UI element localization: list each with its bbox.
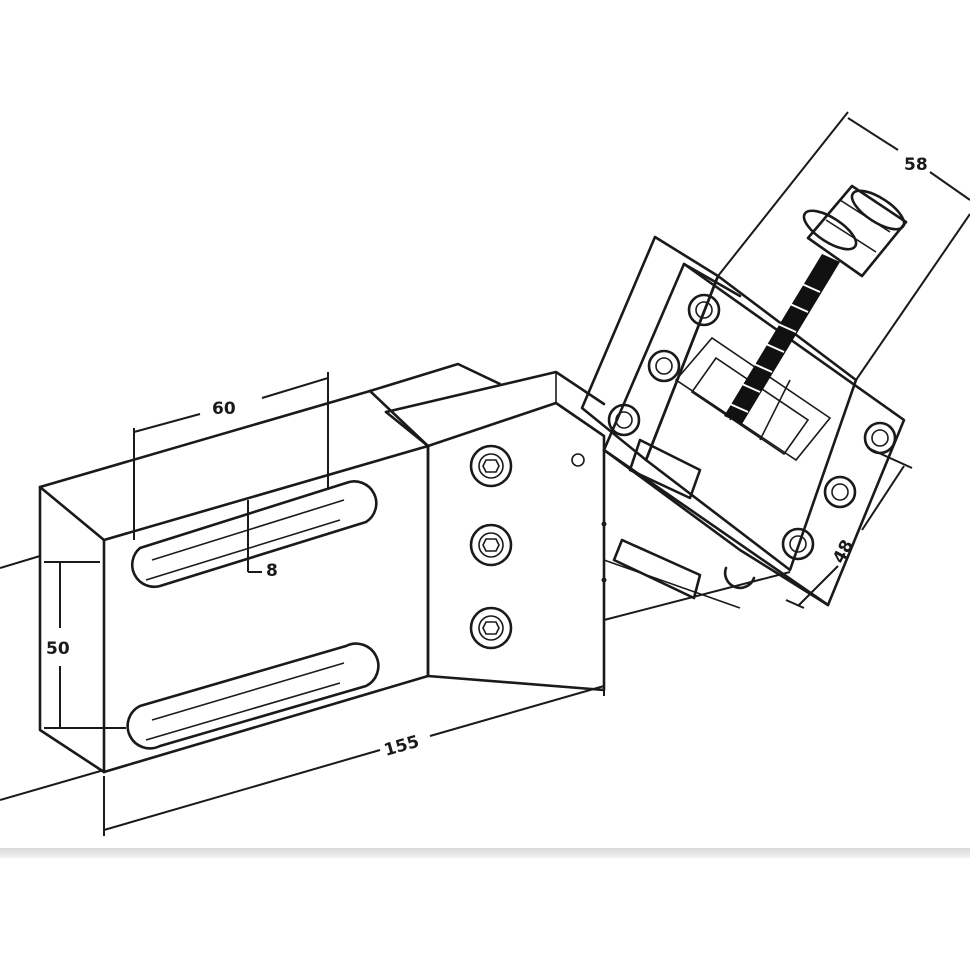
dimension-label-8: 8 bbox=[266, 561, 278, 581]
dimension-block-height: 50 bbox=[44, 561, 126, 729]
dimension-clamp-width: 58 bbox=[717, 111, 970, 381]
dimension-total-length: 155 bbox=[0, 520, 791, 836]
dimension-label-50: 50 bbox=[46, 639, 70, 659]
bottom-divider bbox=[0, 848, 970, 858]
dimension-slot-spacing: 60 bbox=[133, 372, 329, 540]
clamp-screw bbox=[647, 349, 681, 383]
dimension-label-58: 58 bbox=[904, 155, 928, 175]
dimension-slot-width: 8 bbox=[247, 500, 278, 581]
socket-screw bbox=[469, 444, 513, 488]
clamp-screw bbox=[823, 475, 857, 509]
dimension-label-60: 60 bbox=[212, 399, 236, 419]
clamp-screw bbox=[687, 293, 721, 327]
socket-screw bbox=[469, 523, 513, 567]
lead-screw bbox=[724, 254, 840, 424]
knob bbox=[802, 184, 908, 278]
clamp-screw bbox=[607, 403, 641, 437]
dimension-label-155: 155 bbox=[382, 732, 422, 761]
slot-lower bbox=[126, 642, 380, 750]
clamp-screw bbox=[781, 527, 815, 561]
reference-dot bbox=[601, 521, 607, 527]
socket-screw bbox=[469, 606, 513, 650]
reference-dot bbox=[601, 577, 607, 583]
